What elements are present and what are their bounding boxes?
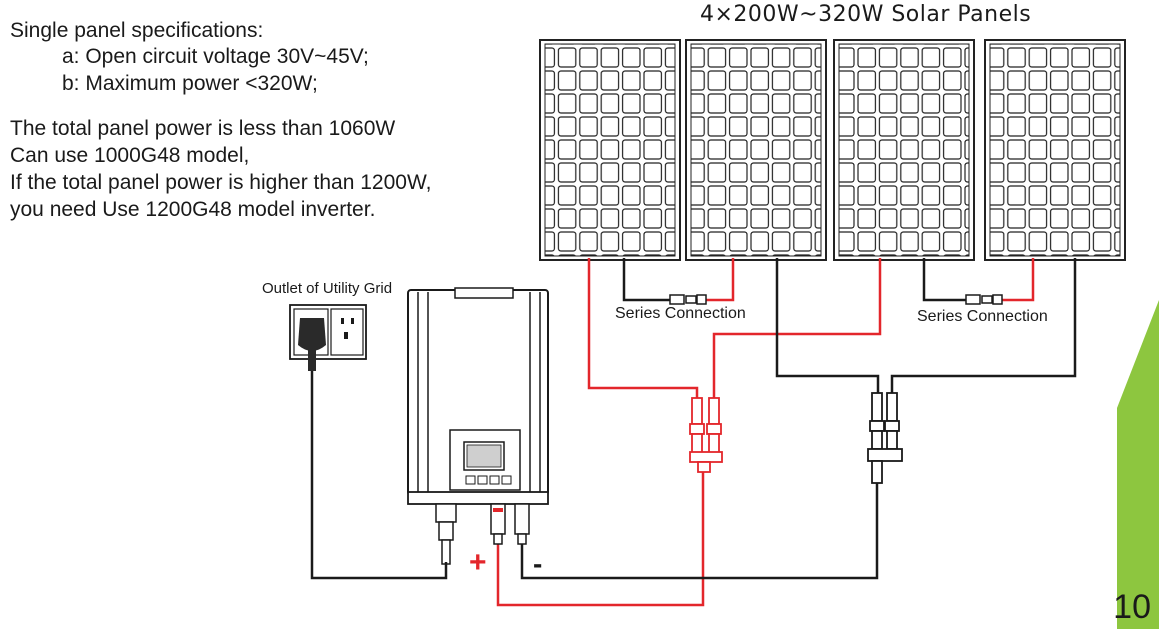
negative-y-connector	[867, 392, 903, 484]
note-line-1: The total panel power is less than 1060W	[10, 117, 396, 140]
outlet-label: Outlet of Utility Grid	[262, 280, 393, 297]
spec-max-power: b: Maximum power <320W;	[62, 72, 318, 95]
utility-grid-outlet	[289, 304, 367, 371]
series-connection-right	[922, 258, 1035, 305]
note-line-3: If the total panel power is higher than …	[10, 171, 432, 194]
solar-panel-2	[685, 39, 827, 261]
negative-wiring	[520, 258, 1077, 580]
page-accent-tab	[1117, 300, 1159, 629]
solar-panel-3	[833, 39, 975, 261]
series-connection-left	[622, 258, 735, 305]
plug-icon	[298, 318, 326, 351]
ac-output-cable	[310, 368, 448, 580]
note-line-4: you need Use 1200G48 model inverter.	[10, 198, 376, 221]
grid-tie-inverter	[407, 287, 549, 565]
series-connection-label-right: Series Connection	[917, 308, 1048, 325]
positive-wiring	[496, 258, 882, 607]
positive-y-connector	[689, 397, 723, 473]
negative-terminal-label: -	[533, 548, 543, 579]
solar-panel-1	[539, 39, 681, 261]
solar-panel-4	[984, 39, 1126, 261]
series-connection-label-left: Series Connection	[615, 305, 746, 322]
diagram-title: 4×200W~320W Solar Panels	[700, 2, 1032, 27]
specs-heading: Single panel specifications:	[10, 19, 264, 42]
spec-open-circuit-voltage: a: Open circuit voltage 30V~45V;	[62, 45, 369, 68]
page-number: 10	[1113, 588, 1151, 626]
positive-terminal-label: +	[469, 546, 487, 579]
note-line-2: Can use 1000G48 model,	[10, 144, 250, 167]
